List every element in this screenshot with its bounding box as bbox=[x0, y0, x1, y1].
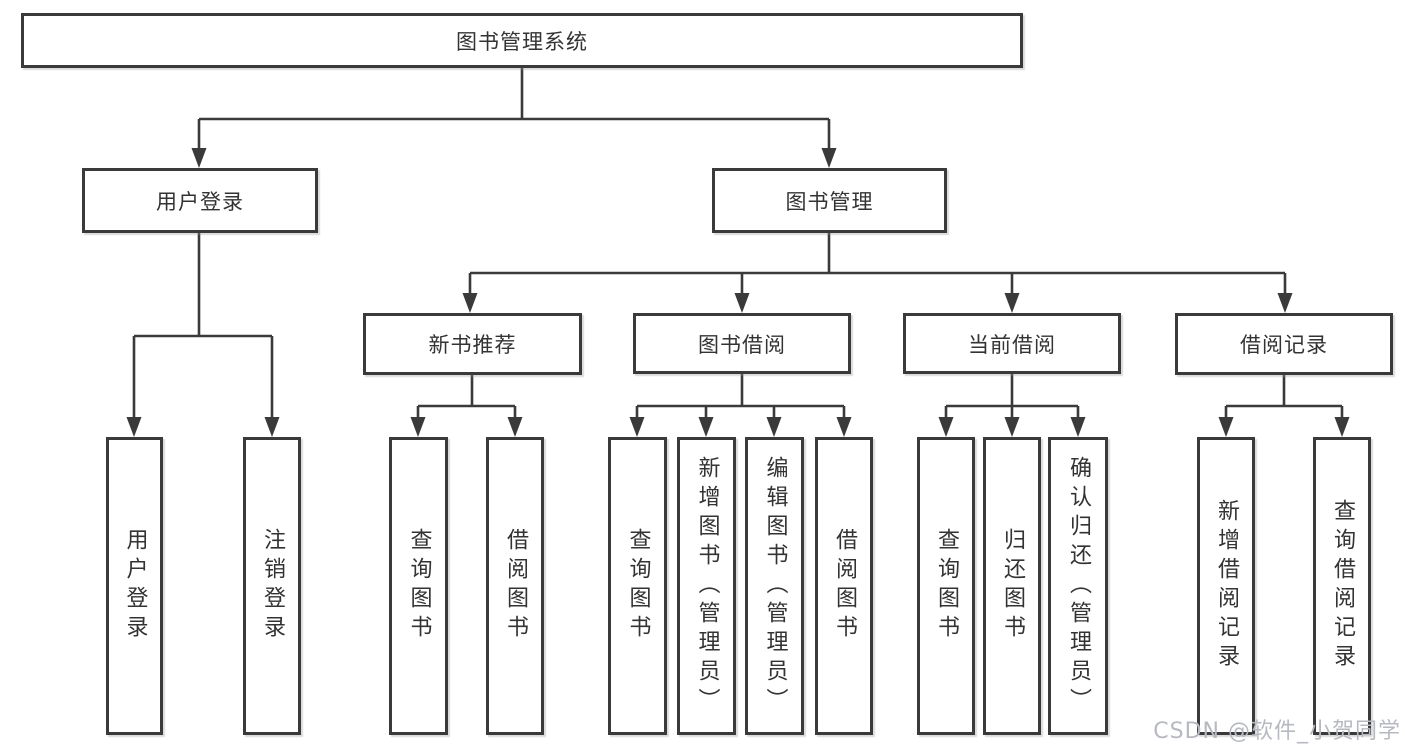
leaf-add-books-admin: 新增图书（管理员） bbox=[677, 437, 736, 735]
leaf-query-borrowing-record-label: 查询借阅记录 bbox=[1330, 499, 1355, 673]
leaf-new-book-borrow-books: 借阅图书 bbox=[486, 437, 544, 735]
leaf-borrowing-borrow-books-label: 借阅图书 bbox=[832, 528, 857, 644]
leaf-user-login-label: 用户登录 bbox=[122, 528, 148, 644]
node-book-management: 图书管理 bbox=[712, 168, 947, 233]
node-borrowing-records: 借阅记录 bbox=[1175, 313, 1393, 375]
leaf-logout-login: 注销登录 bbox=[243, 437, 301, 735]
leaf-new-book-query-books: 查询图书 bbox=[389, 437, 448, 735]
csdn-watermark: CSDN @软件_小贺同学 bbox=[1153, 719, 1401, 744]
leaf-borrowing-borrow-books: 借阅图书 bbox=[815, 437, 873, 735]
leaf-add-borrowing-record: 新增借阅记录 bbox=[1197, 437, 1255, 735]
node-current-borrowing: 当前借阅 bbox=[903, 313, 1121, 374]
leaf-current-query-books: 查询图书 bbox=[917, 437, 975, 735]
leaf-return-books-label: 归还图书 bbox=[1000, 528, 1025, 644]
leaf-confirm-return-admin-label: 确认归还（管理员） bbox=[1066, 455, 1091, 717]
leaf-current-query-books-label: 查询图书 bbox=[934, 528, 959, 644]
leaf-confirm-return-admin: 确认归还（管理员） bbox=[1048, 437, 1108, 735]
leaf-edit-books-admin-label: 编辑图书（管理员） bbox=[762, 455, 788, 717]
node-book-borrowing: 图书借阅 bbox=[633, 313, 851, 374]
node-book-management-system: 图书管理系统 bbox=[21, 13, 1023, 68]
node-new-book-recommendation: 新书推荐 bbox=[363, 313, 582, 375]
leaf-new-book-borrow-books-label: 借阅图书 bbox=[503, 528, 528, 644]
leaf-add-borrowing-record-label: 新增借阅记录 bbox=[1214, 499, 1239, 673]
leaf-return-books: 归还图书 bbox=[983, 437, 1041, 735]
node-user-login: 用户登录 bbox=[82, 168, 318, 233]
leaf-query-borrowing-record: 查询借阅记录 bbox=[1313, 437, 1371, 735]
leaf-new-book-query-books-label: 查询图书 bbox=[406, 528, 432, 644]
leaf-borrowing-query-books-label: 查询图书 bbox=[625, 528, 651, 644]
leaf-edit-books-admin: 编辑图书（管理员） bbox=[745, 437, 804, 735]
leaf-borrowing-query-books: 查询图书 bbox=[608, 437, 667, 735]
leaf-add-books-admin-label: 新增图书（管理员） bbox=[694, 455, 720, 717]
leaf-user-login: 用户登录 bbox=[106, 437, 163, 735]
leaf-logout-login-label: 注销登录 bbox=[260, 528, 285, 644]
